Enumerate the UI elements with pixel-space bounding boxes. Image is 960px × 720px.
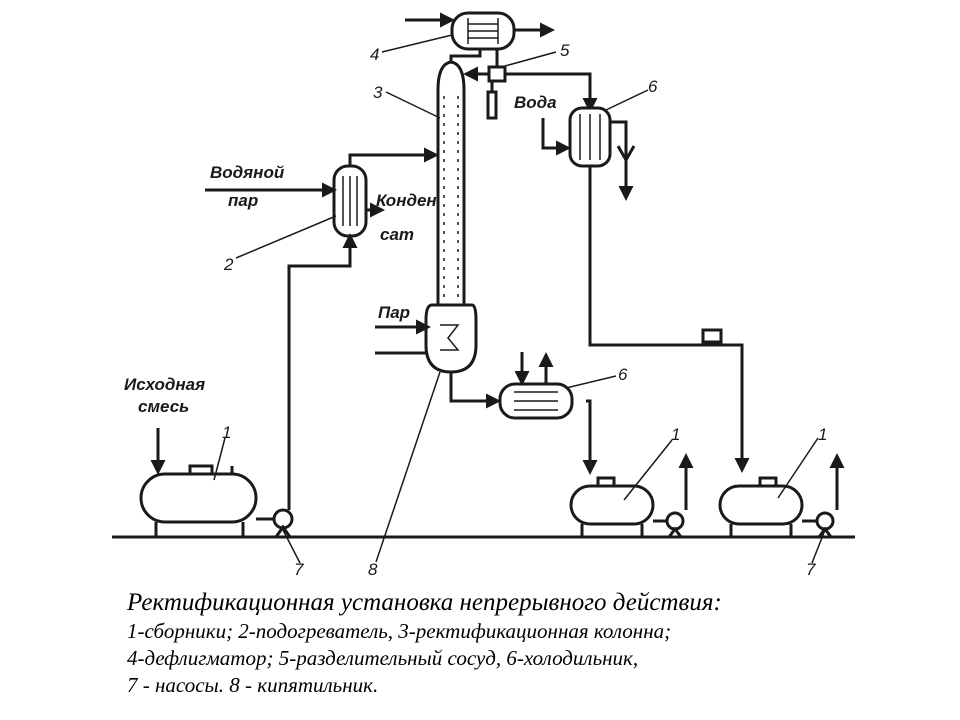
number-7-right: 7 bbox=[806, 560, 816, 579]
distillate-down-line bbox=[588, 166, 750, 473]
caption-line-2: 4-дефлигматор; 5-разделительный сосуд, 6… bbox=[127, 646, 639, 670]
caption-line-3: 7 - насосы. 8 - кипятильник. bbox=[127, 673, 379, 697]
steam-label-line1: Водяной bbox=[210, 163, 285, 182]
steam-label-line2: пар bbox=[228, 191, 258, 210]
leader-5 bbox=[504, 51, 557, 67]
collector-mid bbox=[569, 476, 655, 537]
water-label: Вода bbox=[514, 93, 557, 112]
leader-7-left bbox=[282, 529, 301, 564]
leader-3 bbox=[385, 91, 441, 119]
collector-left bbox=[139, 464, 258, 537]
number-3: 3 bbox=[373, 83, 383, 102]
collector-right bbox=[718, 476, 804, 537]
heater-to-column bbox=[348, 147, 439, 166]
pump-mid bbox=[653, 511, 685, 539]
number-1-right: 1 bbox=[818, 425, 827, 444]
leader-1-mid bbox=[623, 439, 673, 501]
boiler-steam-label: Пар bbox=[378, 303, 410, 322]
condensate-label-line2: сат bbox=[380, 225, 414, 244]
cooler-water-in bbox=[541, 118, 571, 156]
caption-line-1: 1-сборники; 2-подогреватель, 3-ректифика… bbox=[127, 619, 672, 643]
number-1-mid: 1 bbox=[671, 425, 680, 444]
leader-1-right bbox=[777, 437, 819, 499]
feed-line bbox=[287, 233, 358, 510]
number-7-left: 7 bbox=[294, 560, 304, 579]
bottom-cooler bbox=[498, 382, 574, 420]
figure-caption: Ректификационная установка непрерывного … bbox=[127, 588, 927, 699]
number-5: 5 bbox=[560, 41, 570, 60]
number-8: 8 bbox=[368, 560, 378, 579]
leader-1-left bbox=[213, 437, 226, 481]
number-6-bottom: 6 bbox=[618, 365, 628, 384]
boiler bbox=[424, 303, 478, 374]
rectification-diagram: Исходная смесь Водяной пар Конден сат Па… bbox=[112, 11, 855, 579]
number-6-top: 6 bbox=[648, 77, 658, 96]
flow-indicator bbox=[701, 328, 723, 344]
pump-right bbox=[802, 511, 835, 539]
leader-6-top bbox=[605, 89, 649, 111]
distillate-line bbox=[505, 72, 598, 113]
separator bbox=[486, 65, 507, 120]
leader-4 bbox=[381, 34, 453, 53]
bottoms-line bbox=[449, 372, 501, 409]
cooler-water-out bbox=[610, 120, 634, 201]
rectification-column bbox=[436, 60, 466, 307]
feed-label-line2: смесь bbox=[138, 397, 189, 416]
column-to-dephlegmator bbox=[449, 49, 482, 62]
caption-title: Ректификационная установка непрерывного … bbox=[127, 589, 722, 616]
pump-left bbox=[256, 508, 294, 539]
heater bbox=[332, 164, 368, 238]
number-2: 2 bbox=[223, 255, 234, 274]
funnel bbox=[616, 145, 636, 164]
condensate-label-line1: Конден bbox=[376, 191, 437, 210]
leader-7-right bbox=[811, 529, 826, 564]
number-4: 4 bbox=[370, 45, 379, 64]
number-1-left: 1 bbox=[222, 423, 231, 442]
leader-8 bbox=[375, 371, 441, 563]
leader-6-bottom bbox=[565, 375, 617, 389]
leader-2 bbox=[235, 215, 337, 259]
top-cooler bbox=[568, 106, 612, 168]
bottoms-to-collector bbox=[582, 399, 598, 475]
feed-label-line1: Исходная bbox=[124, 375, 205, 394]
dephlegmator bbox=[450, 11, 516, 51]
